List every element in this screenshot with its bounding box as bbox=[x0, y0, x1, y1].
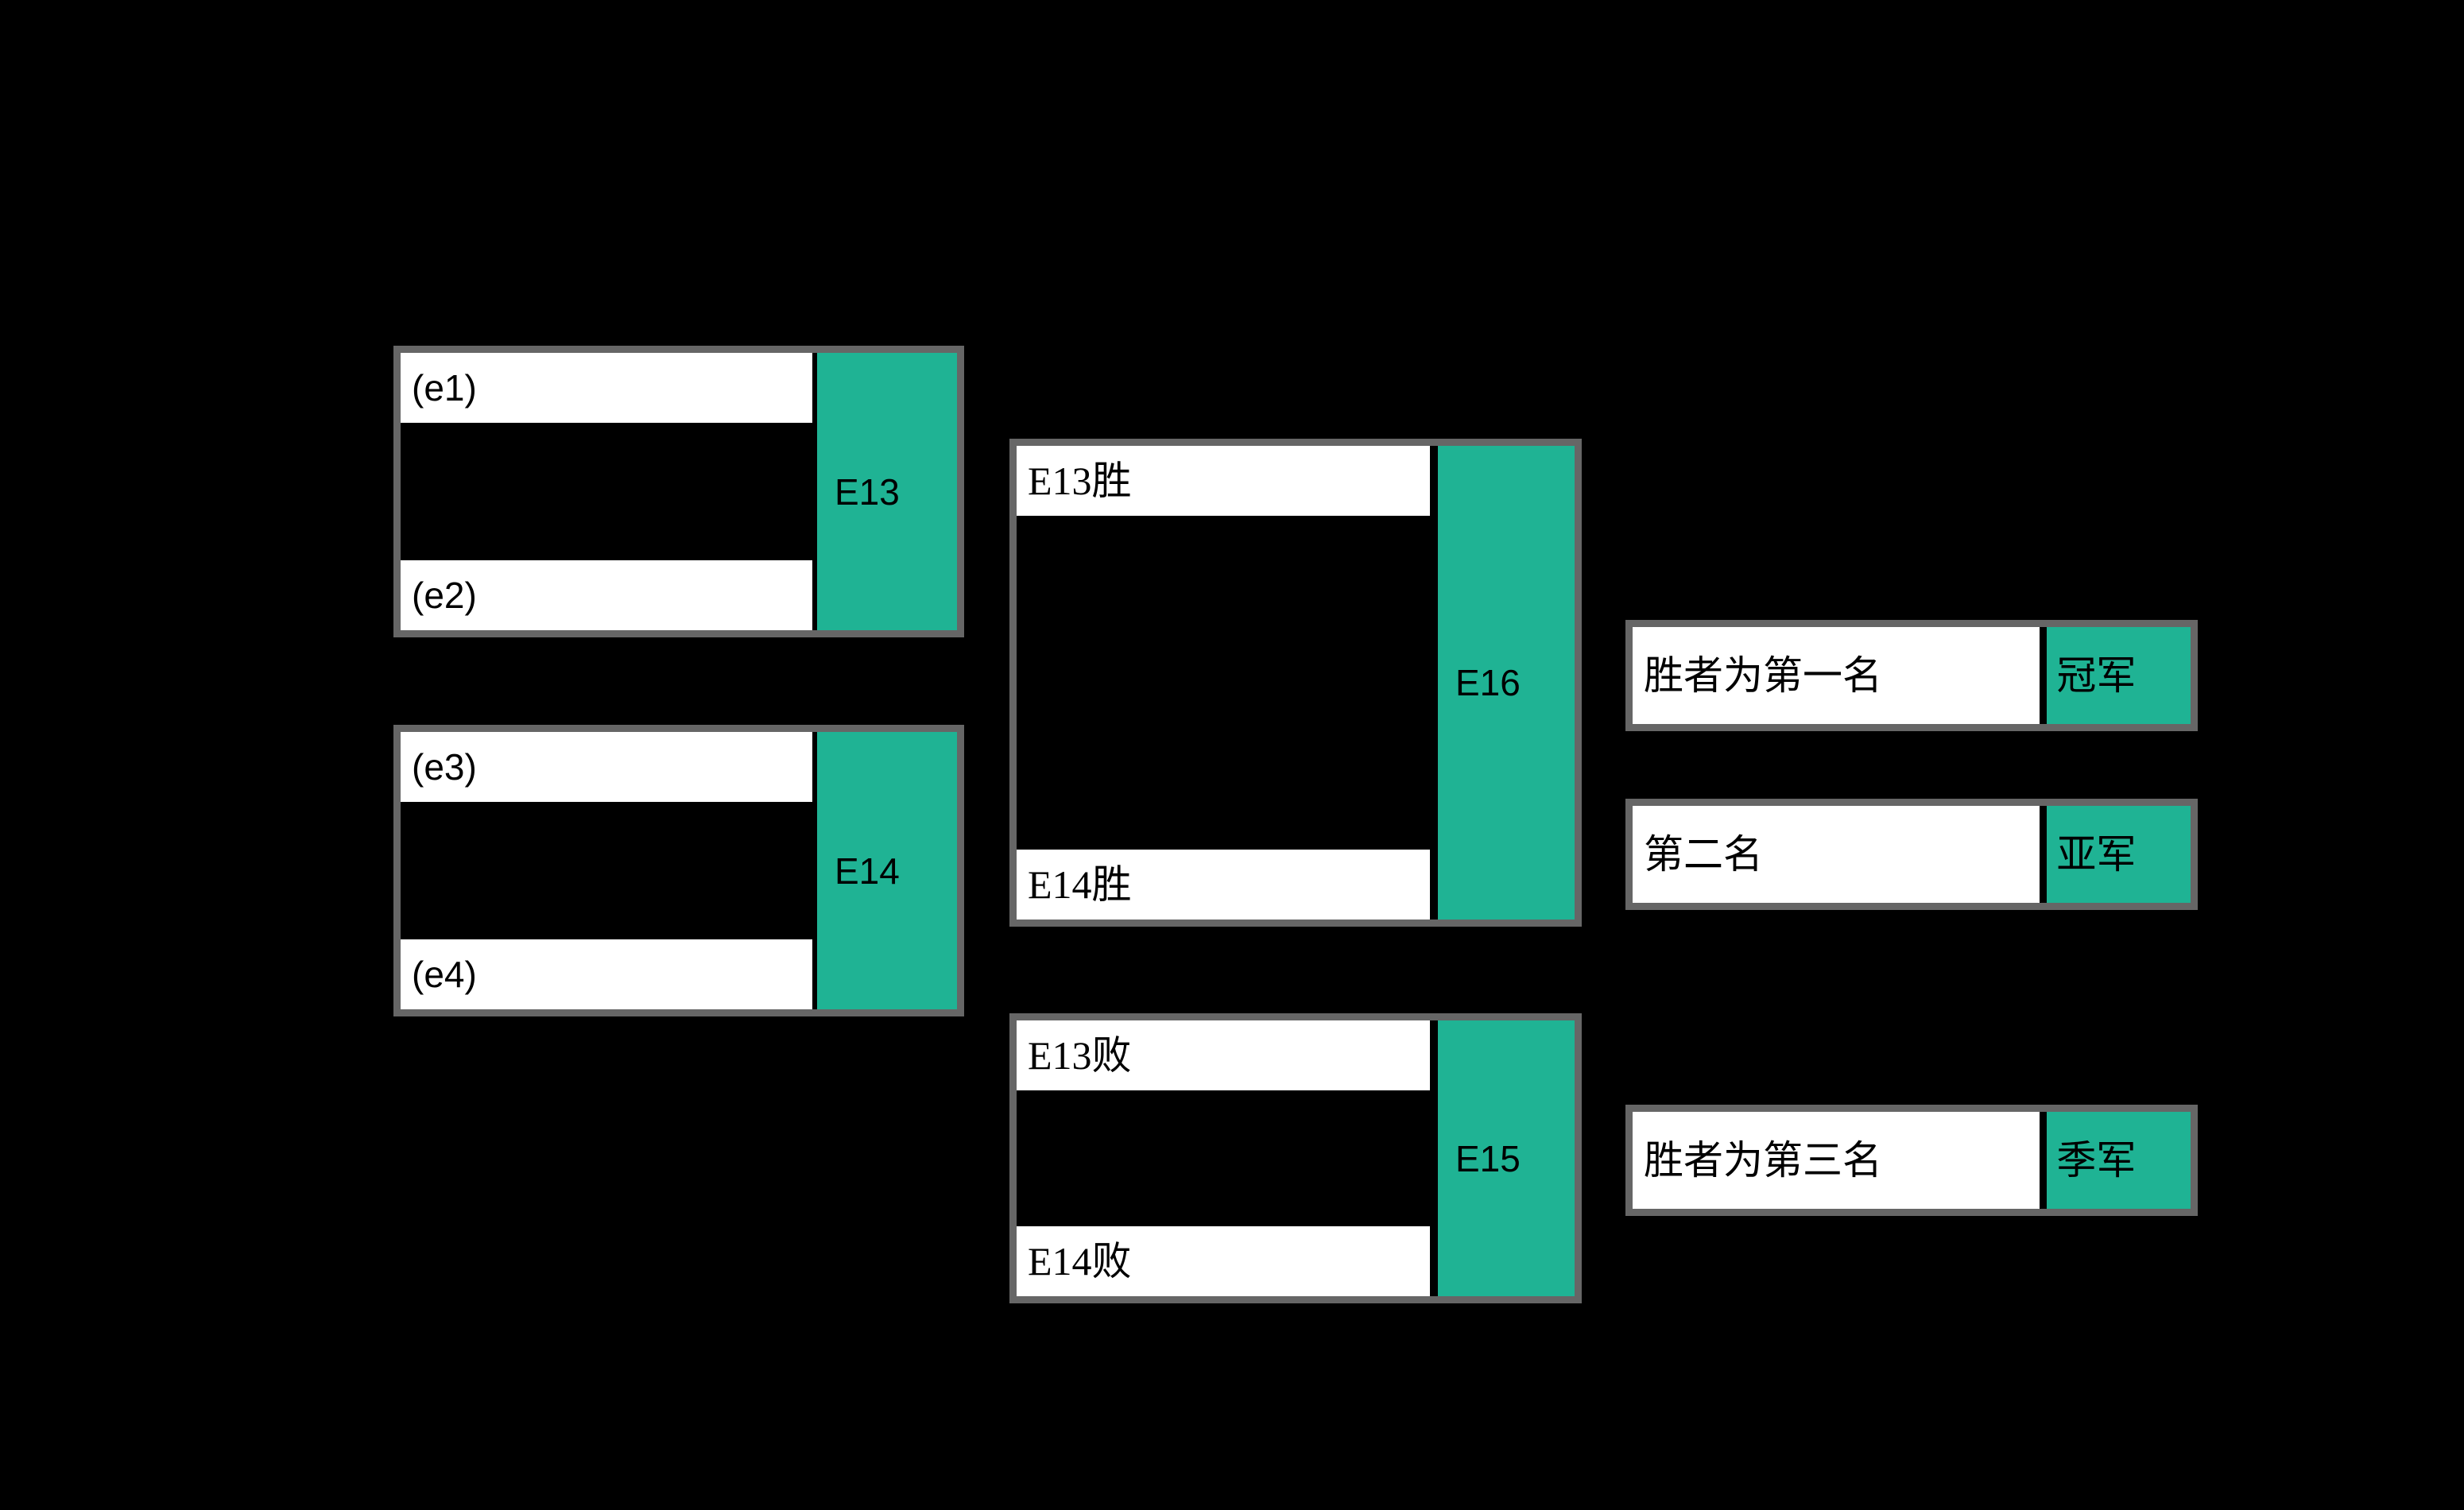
match-slot-label: (e2) bbox=[412, 575, 477, 616]
result-rank-badge-champion[interactable]: 冠军 bbox=[2047, 627, 2191, 724]
match-slot-e13-loser[interactable]: E13败 bbox=[1017, 1020, 1430, 1090]
result-description-label: 第二名 bbox=[1644, 832, 1763, 877]
match-interior: E13胜 E14胜 E16 bbox=[1017, 446, 1575, 920]
result-rank-label: 季军 bbox=[2056, 1138, 2137, 1183]
match-slot-label: E14胜 bbox=[1028, 862, 1132, 907]
match-slot-e2[interactable]: (e2) bbox=[401, 560, 812, 630]
match-winner-label: E16 bbox=[1455, 662, 1521, 703]
match-slot-e1[interactable]: (e1) bbox=[401, 353, 812, 423]
result-interior: 胜者为第一名 冠军 bbox=[1633, 627, 2191, 724]
result-interior: 第二名 亚军 bbox=[1633, 806, 2191, 903]
result-description[interactable]: 第二名 bbox=[1633, 806, 2040, 903]
match-slot-e14-loser[interactable]: E14败 bbox=[1017, 1226, 1430, 1296]
match-slot-label: (e4) bbox=[412, 954, 477, 995]
match-interior: E13败 E14败 E15 bbox=[1017, 1020, 1575, 1296]
result-description[interactable]: 胜者为第三名 bbox=[1633, 1112, 2040, 1209]
result-rank-badge-third-place[interactable]: 季军 bbox=[2047, 1112, 2191, 1209]
match-slot-label: E14败 bbox=[1028, 1239, 1132, 1284]
result-description[interactable]: 胜者为第一名 bbox=[1633, 627, 2040, 724]
match-slot-e4[interactable]: (e4) bbox=[401, 939, 812, 1009]
match-winner-label: E14 bbox=[835, 850, 900, 892]
match-group-e13[interactable]: (e1) (e2) E13 bbox=[393, 346, 964, 637]
result-rank-label: 冠军 bbox=[2056, 653, 2137, 698]
match-interior: (e3) (e4) E14 bbox=[401, 732, 957, 1009]
match-slot-e3[interactable]: (e3) bbox=[401, 732, 812, 802]
result-interior: 胜者为第三名 季军 bbox=[1633, 1112, 2191, 1209]
match-slot-label: (e3) bbox=[412, 746, 477, 788]
match-winner-cell-e14[interactable]: E14 bbox=[817, 732, 957, 1009]
result-description-label: 胜者为第一名 bbox=[1644, 653, 1882, 698]
match-slot-label: E13胜 bbox=[1028, 459, 1132, 503]
result-rank-badge-runner-up[interactable]: 亚军 bbox=[2047, 806, 2191, 903]
match-slot-label: (e1) bbox=[412, 367, 477, 408]
match-winner-label: E15 bbox=[1455, 1137, 1521, 1179]
result-row-champion[interactable]: 胜者为第一名 冠军 bbox=[1625, 620, 2198, 731]
match-winner-cell-e15[interactable]: E15 bbox=[1438, 1020, 1575, 1296]
match-interior: (e1) (e2) E13 bbox=[401, 353, 957, 630]
match-slot-e14-winner[interactable]: E14胜 bbox=[1017, 850, 1430, 920]
match-group-e15[interactable]: E13败 E14败 E15 bbox=[1009, 1013, 1582, 1303]
match-slot-e13-winner[interactable]: E13胜 bbox=[1017, 446, 1430, 516]
match-group-e14[interactable]: (e3) (e4) E14 bbox=[393, 725, 964, 1016]
result-row-runner-up[interactable]: 第二名 亚军 bbox=[1625, 799, 2198, 910]
match-winner-cell-e16[interactable]: E16 bbox=[1438, 446, 1575, 920]
result-description-label: 胜者为第三名 bbox=[1644, 1138, 1882, 1183]
match-group-e16[interactable]: E13胜 E14胜 E16 bbox=[1009, 439, 1582, 927]
result-row-third-place[interactable]: 胜者为第三名 季军 bbox=[1625, 1105, 2198, 1216]
match-slot-label: E13败 bbox=[1028, 1033, 1132, 1078]
match-winner-cell-e13[interactable]: E13 bbox=[817, 353, 957, 630]
result-rank-label: 亚军 bbox=[2056, 832, 2137, 877]
match-winner-label: E13 bbox=[835, 470, 900, 513]
